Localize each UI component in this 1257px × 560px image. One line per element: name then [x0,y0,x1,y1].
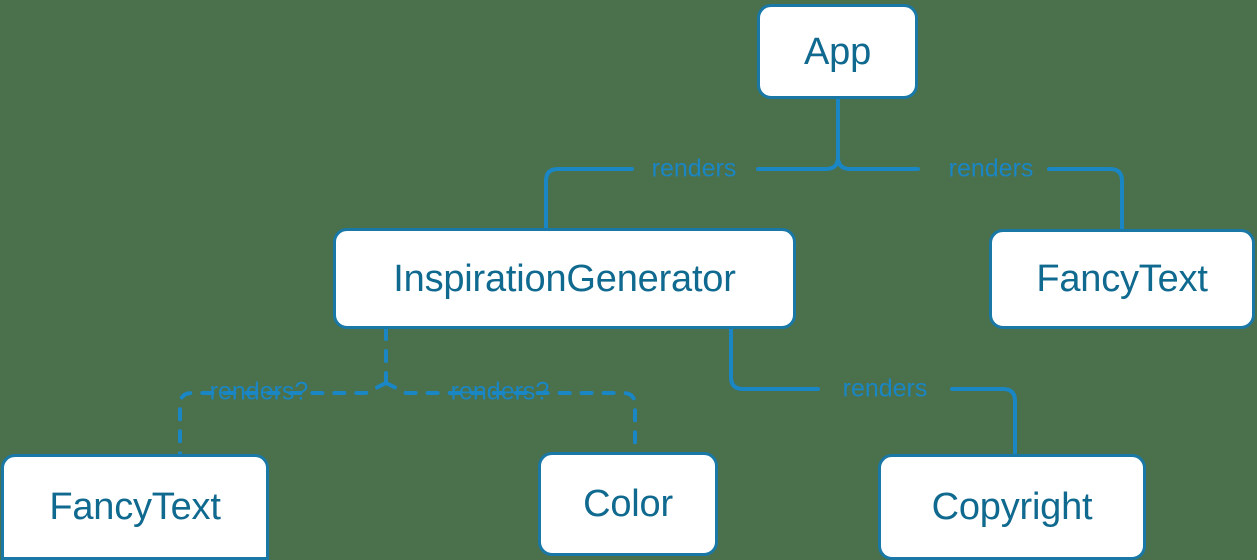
edge-inspiration-to-fancytext-dashed [178,381,388,456]
node-inspiration-generator-label: InspirationGenerator [393,257,736,300]
node-app[interactable]: App [757,4,918,99]
edge-copyright-approach [950,387,1017,456]
edge-label-inspiration-to-fancytext: renders? [209,377,309,406]
edge-app-to-fancytext [1047,167,1124,231]
node-fancytext-right-label: FancyText [1036,258,1208,300]
node-app-label: App [803,30,871,73]
node-fancytext-bottom-label: FancyText [49,486,221,528]
edge-label-inspiration-to-color: renders? [450,377,550,406]
node-color-label: Color [583,483,673,525]
node-color[interactable]: Color [538,452,718,556]
edge-app-stem [756,97,840,171]
edge-app-to-inspiration [544,167,634,230]
edge-inspiration-to-copyright [729,327,820,391]
edge-label-inspiration-to-copyright: renders [842,374,928,403]
edge-label-app-to-inspiration: renders [651,154,737,183]
edge-label-app-to-fancytext: renders [948,154,1034,183]
node-copyright-label: Copyright [931,486,1093,528]
node-inspiration-generator[interactable]: InspirationGenerator [333,228,796,329]
node-fancytext-right[interactable]: FancyText [989,229,1255,329]
node-fancytext-bottom[interactable]: FancyText [1,454,269,560]
node-copyright[interactable]: Copyright [878,454,1146,560]
edge-app-stem-right [836,155,920,171]
edge-inspiration-to-color-dashed [384,381,637,454]
